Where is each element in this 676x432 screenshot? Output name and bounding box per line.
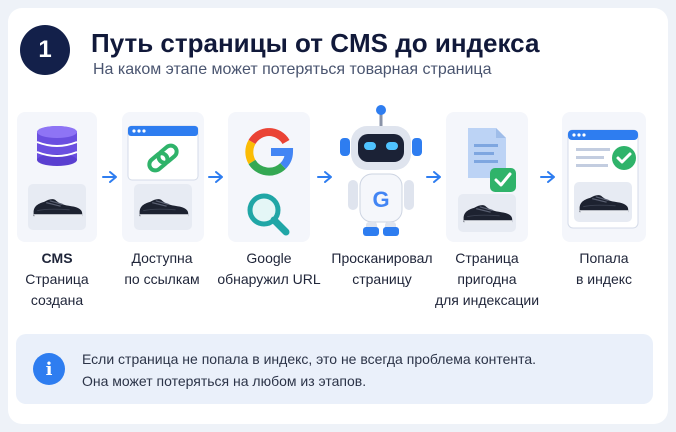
step-tile-indexed — [562, 112, 646, 242]
step-label-line: обнаружил URL — [217, 271, 321, 287]
step-label-line: Попала — [579, 250, 629, 266]
step-label-discovered: Google обнаружил URL — [209, 248, 329, 290]
googlebot-robot-icon: G — [336, 102, 426, 242]
google-search-icon — [245, 128, 294, 236]
step-label-line: Google — [246, 250, 292, 266]
indexed-page-icon — [567, 129, 639, 229]
step-tile-cms — [17, 112, 97, 242]
info-line: Она может потеряться на любом из этапов. — [82, 373, 367, 389]
step-label-indexed: Попала в индекс — [544, 248, 664, 290]
step-label-line: в индекс — [575, 271, 633, 287]
step-label-line: для индексации — [434, 292, 540, 308]
step-label-line: страницу — [352, 271, 412, 287]
arrow-right-icon — [102, 171, 117, 183]
step-label-cms: CMS Страница создана — [0, 248, 117, 311]
document-check-icon — [458, 128, 516, 232]
step-label-bold: CMS — [41, 250, 73, 266]
info-line: Если страница не попала в индекс, это не… — [82, 351, 537, 367]
arrow-right-icon — [540, 171, 555, 183]
step-label-line: создана — [30, 292, 84, 308]
step-label-line: по ссылкам — [124, 271, 200, 287]
step-tile-links — [122, 112, 204, 242]
step-tile-indexable — [446, 112, 528, 242]
step-label-line: Просканировал — [331, 250, 433, 266]
step-label-line: пригодна — [457, 271, 517, 287]
arrow-right-icon — [208, 171, 223, 183]
step-label-indexable: Страница пригодна для индексации — [427, 248, 547, 311]
arrow-right-icon — [317, 171, 332, 183]
step-label-crawled: Просканировал страницу — [322, 248, 442, 290]
info-icon: i — [33, 353, 65, 385]
step-label-line: Страница — [25, 271, 89, 287]
step-tile-google-discovered — [228, 112, 310, 242]
database-icon — [28, 126, 86, 230]
page-subtitle: На каком этапе может потеряться товарная… — [93, 61, 492, 78]
step-number-badge: 1 — [20, 25, 70, 75]
step-label-links: Доступна по ссылкам — [102, 248, 222, 290]
info-text: Если страница не попала в индекс, это не… — [82, 348, 536, 392]
arrow-right-icon — [426, 171, 441, 183]
step-label-line: Страница — [455, 250, 519, 266]
google-logo-letter: G — [372, 187, 389, 212]
info-box: i Если страница не попала в индекс, это … — [16, 334, 653, 404]
step-label-line: Доступна — [131, 250, 193, 266]
link-icon — [127, 125, 199, 230]
page-title: Путь страницы от CMS до индекса — [91, 28, 540, 58]
